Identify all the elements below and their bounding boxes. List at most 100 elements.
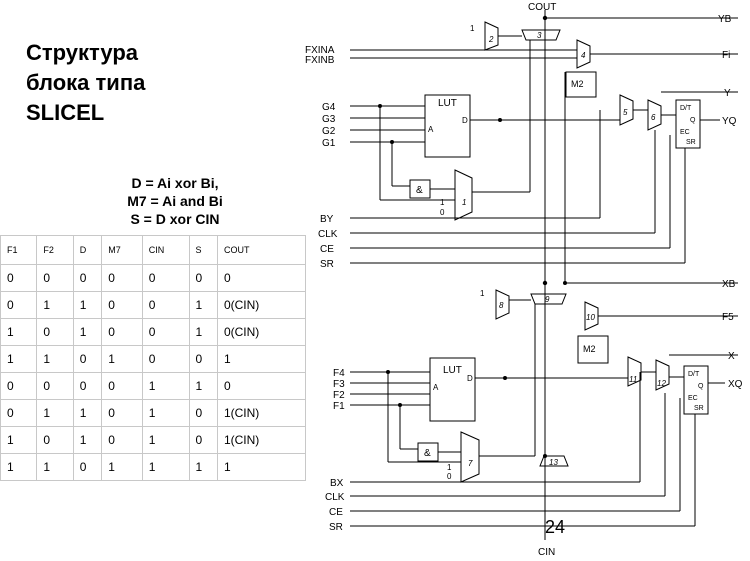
label-yq: YQ — [722, 116, 737, 127]
mux-7-shape — [460, 431, 480, 483]
title-line-1: Структура — [26, 40, 138, 65]
label-g1: G1 — [322, 138, 336, 149]
const-zero-mux7: 0 — [447, 472, 452, 481]
page-number: 24 — [545, 517, 566, 537]
ff-upper-sr: SR — [686, 139, 696, 146]
formula-s: S = D xor CIN — [130, 211, 220, 227]
header-cout: COUT — [216, 235, 307, 265]
slide-title: Структура блока типа SLICEL — [26, 38, 286, 128]
mux-num-12: 12 — [657, 379, 666, 388]
label-cin: CIN — [538, 547, 555, 558]
table-cell: 1 — [0, 453, 38, 481]
and-lower-label: & — [424, 448, 431, 459]
formula-m7: M7 = Ai and Bi — [127, 193, 223, 209]
mux-num-2: 2 — [488, 35, 494, 44]
label-ce-upper: CE — [320, 244, 334, 255]
label-xb: XB — [722, 279, 736, 290]
and-upper-label: & — [416, 185, 423, 196]
lut-upper-box — [424, 94, 471, 158]
table-cell: 1 — [72, 426, 103, 454]
label-sr-upper: SR — [320, 259, 334, 270]
mux-10-shape — [584, 301, 599, 331]
label-yb: YB — [718, 14, 732, 25]
formula-d: D = Ai xor Bi, — [131, 175, 219, 191]
mux-8-shape — [495, 289, 510, 320]
table-cell: 0 — [141, 345, 190, 373]
formulas: D = Ai xor Bi, M7 = Ai and Bi S = D xor … — [60, 174, 290, 228]
table-cell: 1 — [141, 426, 190, 454]
label-xq: XQ — [728, 379, 743, 390]
mux-num-3: 3 — [537, 31, 542, 40]
table-cell: 1 — [141, 399, 190, 427]
ff-upper-box — [675, 99, 701, 149]
const-zero-mux1: 0 — [440, 208, 445, 217]
mux-num-5: 5 — [623, 108, 628, 117]
table-cell: 1 — [216, 453, 307, 481]
mux-2-shape — [484, 21, 499, 51]
table-cell: 1 — [72, 399, 103, 427]
mux-9-shape — [530, 293, 567, 305]
mux-num-8: 8 — [499, 301, 504, 310]
lut-lower-title: LUT — [443, 365, 462, 376]
label-by: BY — [320, 214, 334, 225]
table-cell: 1 — [0, 426, 38, 454]
table-cell: 1 — [72, 291, 103, 319]
table-cell: 1 — [141, 453, 190, 481]
table-cell: 0 — [101, 291, 143, 319]
label-g2: G2 — [322, 126, 336, 137]
lut-upper-title: LUT — [438, 98, 457, 109]
mux-4-shape — [576, 39, 591, 69]
table-cell: 0 — [72, 345, 103, 373]
mux-num-9: 9 — [545, 295, 550, 304]
ff-upper-dt: D/T — [680, 105, 692, 112]
header-f2: F2 — [36, 235, 74, 265]
label-cout: COUT — [528, 2, 556, 13]
lut-upper-out: D — [462, 116, 468, 125]
const-one-mux7: 1 — [447, 463, 452, 472]
table-cell: 1 — [101, 453, 143, 481]
table-cell: 1 — [188, 372, 218, 400]
table-cell: 0 — [188, 264, 218, 292]
table-cell: 0 — [0, 372, 38, 400]
header-s: S — [188, 235, 218, 265]
mux-num-6: 6 — [651, 113, 656, 122]
table-cell: 0 — [216, 264, 307, 292]
label-f4: F4 — [333, 368, 345, 379]
mux-13-shape — [539, 455, 569, 467]
mux-num-4: 4 — [581, 51, 586, 60]
label-fxina: FXINA — [305, 45, 335, 56]
label-ce-lower: CE — [329, 507, 343, 518]
label-y: Y — [724, 88, 731, 99]
table-cell: 0 — [101, 372, 143, 400]
label-f3: F3 — [333, 379, 345, 390]
truth-table-header: F1 F2 D M7 CIN S COUT — [0, 235, 307, 265]
mux-12-shape — [655, 359, 670, 391]
label-fi: Fi — [722, 50, 730, 61]
title-line-2: блока типа — [26, 70, 146, 95]
ff-lower-box — [683, 365, 709, 415]
label-fxinb: FXINB — [305, 55, 335, 66]
table-cell: 1(CIN) — [216, 399, 307, 427]
table-cell: 1 — [36, 453, 74, 481]
table-cell: 0 — [101, 318, 143, 346]
table-cell: 0 — [0, 291, 38, 319]
mux-num-10: 10 — [586, 313, 595, 322]
lut-lower-box — [429, 357, 476, 422]
mux-11-shape — [627, 356, 642, 387]
const-one-mux8: 1 — [480, 289, 485, 298]
mux-1-shape — [454, 169, 473, 221]
mux-num-7: 7 — [468, 459, 473, 468]
mux-6-shape — [647, 99, 662, 131]
title-line-3: SLICEL — [26, 100, 105, 125]
table-cell: 0 — [72, 264, 103, 292]
m2-lower-box — [577, 335, 609, 364]
ff-upper-q: Q — [690, 117, 696, 124]
